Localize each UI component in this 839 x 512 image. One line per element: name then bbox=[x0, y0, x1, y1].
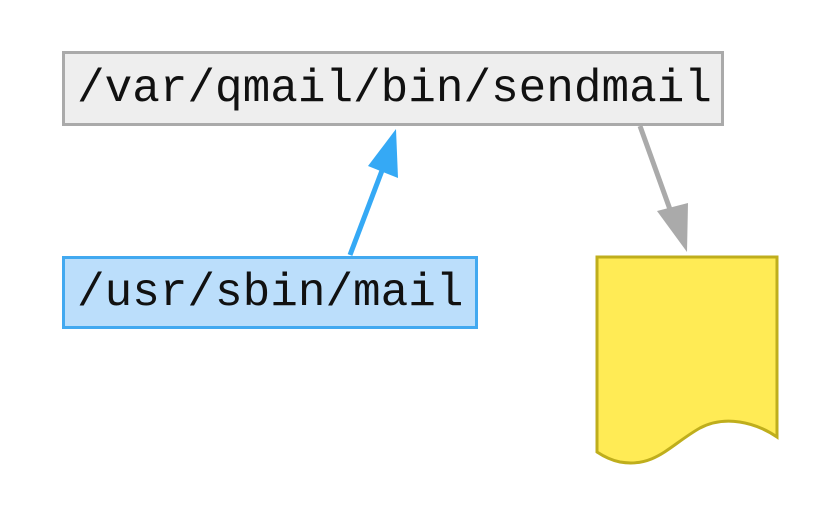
arrowhead-icon bbox=[368, 129, 398, 178]
node-label: /usr/sbin/mail bbox=[77, 266, 464, 319]
node-label: /var/qmail/bin/sendmail bbox=[77, 62, 712, 115]
document-shape bbox=[595, 255, 779, 465]
edge-mail-to-sendmail bbox=[347, 129, 398, 256]
node-sendmail: /var/qmail/bin/sendmail bbox=[62, 51, 724, 126]
edge-sendmail-to-document bbox=[637, 125, 688, 252]
arrowhead-icon bbox=[657, 203, 688, 252]
node-mail: /usr/sbin/mail bbox=[62, 256, 478, 329]
